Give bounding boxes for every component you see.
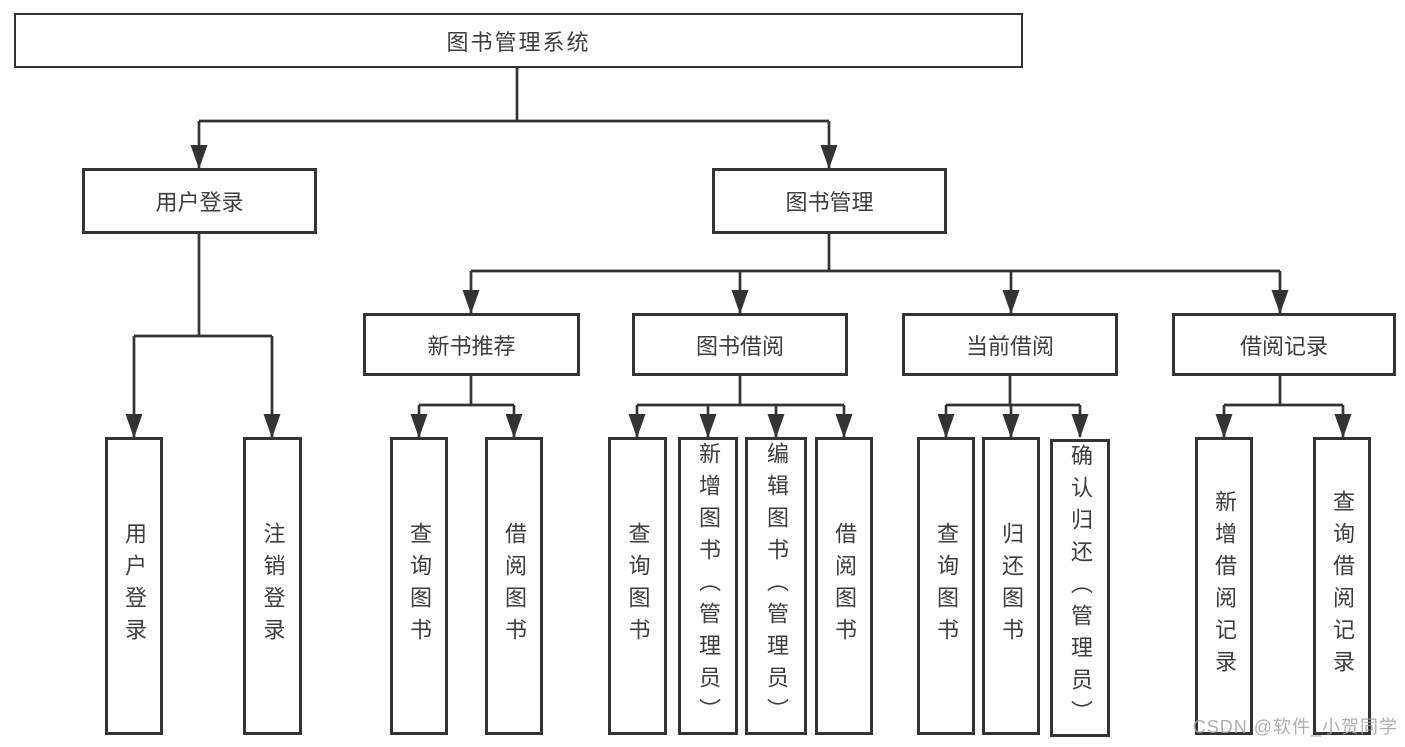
node-borrow-records: 借阅记录 xyxy=(1172,313,1396,376)
leaf-add-borrow-record: 新增借阅记录 xyxy=(1195,437,1253,735)
watermark: CSDN @软件_小贺同学 xyxy=(1192,717,1398,737)
node-current-borrow-label: 当前借阅 xyxy=(965,333,1054,359)
node-user-login-label: 用户登录 xyxy=(155,190,244,215)
node-new-book-recommend-label: 新书推荐 xyxy=(427,333,516,359)
leaf-logout: 注销登录 xyxy=(243,437,302,735)
leaf-query-books-borrow: 查询图书 xyxy=(608,437,667,735)
leaf-query-books-borrow-label: 查询图书 xyxy=(625,522,651,650)
leaf-return-books: 归还图书 xyxy=(982,437,1040,735)
leaf-return-books-label: 归还图书 xyxy=(999,522,1024,650)
leaf-user-login: 用户登录 xyxy=(105,437,163,735)
leaf-confirm-return-admin-label: 确认归还（管理员） xyxy=(1068,444,1093,732)
node-root: 图书管理系统 xyxy=(14,13,1023,68)
leaf-query-books-recommend: 查询图书 xyxy=(390,437,448,735)
leaf-edit-books-admin-label: 编辑图书（管理员） xyxy=(764,442,789,730)
node-book-management: 图书管理 xyxy=(712,168,947,234)
node-new-book-recommend: 新书推荐 xyxy=(363,313,580,376)
leaf-add-books-admin: 新增图书（管理员） xyxy=(678,437,738,735)
leaf-query-borrow-record: 查询借阅记录 xyxy=(1313,437,1371,735)
leaf-query-books-current-label: 查询图书 xyxy=(934,522,959,650)
leaf-borrow-books-recommend-label: 借阅图书 xyxy=(502,522,527,650)
leaf-query-borrow-record-label: 查询借阅记录 xyxy=(1330,490,1355,682)
node-book-borrow-label: 图书借阅 xyxy=(695,333,784,359)
leaf-confirm-return-admin: 确认归还（管理员） xyxy=(1050,439,1110,737)
node-book-borrow: 图书借阅 xyxy=(632,313,848,376)
leaf-borrow-books-label: 借阅图书 xyxy=(832,522,857,650)
leaf-borrow-books-recommend: 借阅图书 xyxy=(485,437,543,735)
connector-path xyxy=(134,68,1343,407)
leaf-add-borrow-record-label: 新增借阅记录 xyxy=(1212,490,1237,682)
leaf-query-books-recommend-label: 查询图书 xyxy=(407,522,432,650)
leaf-query-books-current: 查询图书 xyxy=(917,437,975,735)
node-current-borrow: 当前借阅 xyxy=(902,313,1118,376)
leaf-user-login-label: 用户登录 xyxy=(122,522,147,650)
node-book-management-label: 图书管理 xyxy=(785,190,874,215)
node-borrow-records-label: 借阅记录 xyxy=(1239,333,1328,359)
node-user-login: 用户登录 xyxy=(82,168,317,234)
node-root-label: 图书管理系统 xyxy=(446,29,591,55)
leaf-add-books-admin-label: 新增图书（管理员） xyxy=(696,442,721,730)
leaf-edit-books-admin: 编辑图书（管理员） xyxy=(745,437,807,735)
leaf-borrow-books: 借阅图书 xyxy=(815,437,873,735)
leaf-logout-label: 注销登录 xyxy=(260,522,286,650)
